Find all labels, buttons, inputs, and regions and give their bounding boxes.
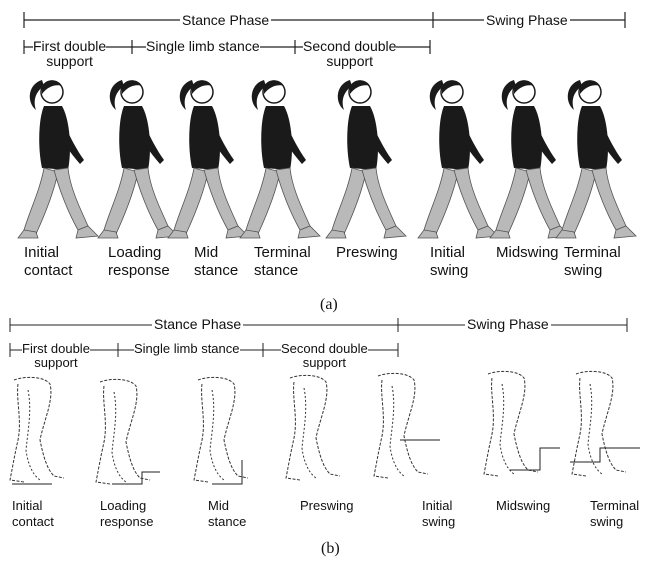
stage-label-line: Terminal [254,244,311,262]
stage-label-line: Preswing [300,498,353,514]
b-second-double-line1: Second double [281,342,368,356]
panel-a-stance-phase: Stance Phase [180,12,271,28]
b-first-double-line1: First double [22,342,90,356]
stage-label-line: Mid [194,244,238,262]
stage-label-line: Terminal [590,498,639,514]
stage-label: Midswing [496,244,559,262]
panel-b-single-limb-stance: Single limb stance [134,342,240,356]
stage-label-line: Initial [430,244,468,262]
stage-label-line: swing [422,514,455,530]
stage-label: Midswing [496,498,550,514]
panel-b-caption: (b) [321,540,340,558]
stage-label-line: Loading [100,498,153,514]
second-double-line1: Second double [303,39,396,54]
first-double-line1: First double [33,39,106,54]
second-double-line2: support [303,54,396,69]
panel-a-swing-phase: Swing Phase [484,12,570,28]
stage-label-line: response [108,262,170,280]
stage-label-line: Initial [24,244,72,262]
stage-label-line: stance [254,262,311,280]
stage-label-line: Midswing [496,498,550,514]
stage-label-line: contact [24,262,72,280]
stage-label-line: swing [430,262,468,280]
figure-initial-swing [418,80,498,238]
panel-b-first-double-support: First double support [22,342,90,370]
figure-mid-stance [168,80,248,238]
panel-b-stance-phase: Stance Phase [152,316,243,332]
figure-terminal-swing [556,80,636,238]
figure-initial-contact [18,80,98,238]
stage-label-line: contact [12,514,54,530]
stage-label-line: Mid [208,498,246,514]
stage-label-line: response [100,514,153,530]
b-first-double-line2: support [22,356,90,370]
stage-label-line: Terminal [564,244,621,262]
stage-label-line: Loading [108,244,170,262]
panel-a-second-double-support: Second double support [303,39,396,69]
first-double-line2: support [33,54,106,69]
panel-a-first-double-support: First double support [33,39,106,69]
panel-a-figures [18,80,636,238]
stage-label-line: swing [590,514,639,530]
b-second-double-line2: support [281,356,368,370]
panel-b-figures [10,371,640,484]
stage-label-line: Preswing [336,244,398,262]
stage-label-line: stance [208,514,246,530]
panel-b-swing-phase: Swing Phase [465,316,551,332]
stage-label-line: stance [194,262,238,280]
stage-label-line: Initial [422,498,455,514]
stage-label-line: swing [564,262,621,280]
figure-loading-response [98,80,178,238]
stage-label: Preswing [300,498,353,514]
stage-label-line: Midswing [496,244,559,262]
figure-midswing [490,80,570,238]
stage-label: Preswing [336,244,398,262]
panel-a-single-limb-stance: Single limb stance [146,39,260,54]
figure-terminal-stance [240,80,320,238]
panel-b-second-double-support: Second double support [281,342,368,370]
stage-label-line: Initial [12,498,54,514]
figure-preswing [326,80,406,238]
panel-a-caption: (a) [320,296,338,314]
